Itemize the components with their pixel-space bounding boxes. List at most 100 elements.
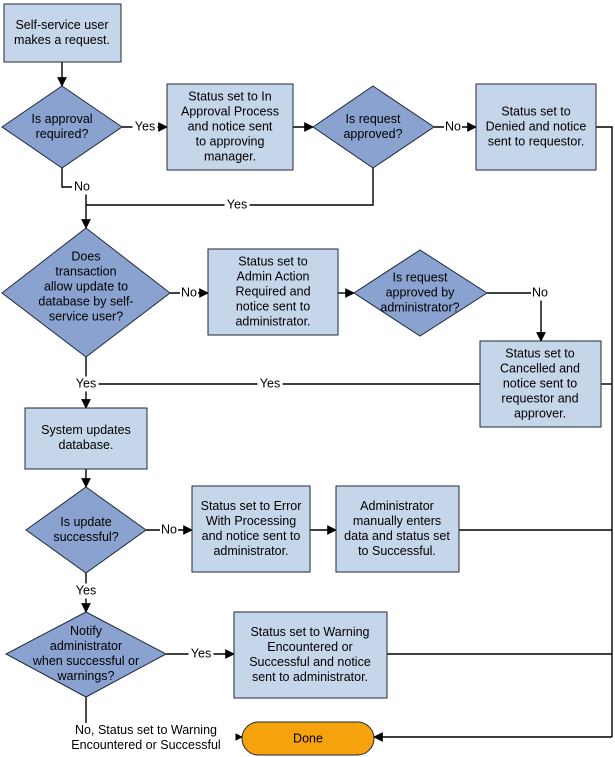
edge-denied-to-done xyxy=(596,126,613,737)
node-label-update-successful: Is update xyxy=(60,515,111,529)
node-status-denied xyxy=(475,83,597,171)
node-status-warning xyxy=(233,611,388,699)
node-label-done: Done xyxy=(293,731,323,745)
node-start xyxy=(3,3,122,63)
node-label-status-denied: sent to requestor. xyxy=(488,134,585,148)
node-label-notify-admin: when successful or xyxy=(32,654,139,668)
node-label-approval-required: required? xyxy=(36,127,89,141)
node-label-status-in-approval: to approving xyxy=(196,134,265,148)
edge-label-approved-no-bg xyxy=(444,119,462,135)
edge-label-notify-no: Encountered or Successful xyxy=(71,738,220,752)
node-label-status-in-approval: Approval Process xyxy=(181,104,279,118)
node-label-admin-manual: manually enters xyxy=(353,514,441,528)
node-system-updates xyxy=(24,407,148,470)
node-label-status-in-approval: and notice sent xyxy=(188,119,273,133)
node-label-status-cancelled: approver. xyxy=(514,406,566,420)
node-request-approved xyxy=(312,85,435,169)
edge-label-notify-no: No, Status set to Warning xyxy=(75,723,217,737)
node-label-status-admin-action: administrator. xyxy=(235,314,310,328)
edge-label-approval-no: No xyxy=(74,179,90,193)
node-label-approved-by-admin: approved by xyxy=(386,285,456,299)
node-label-request-approved: Is request xyxy=(346,112,401,126)
node-label-admin-manual: data and status set xyxy=(344,529,450,543)
node-label-status-error: Status set to Error xyxy=(201,499,302,513)
node-label-status-error: administrator. xyxy=(213,544,288,558)
node-label-status-warning: Status set to Warning xyxy=(250,625,369,639)
node-label-notify-admin: Notify xyxy=(70,624,103,638)
node-label-status-cancelled: notice sent to xyxy=(503,376,577,390)
node-notify-admin xyxy=(4,611,168,698)
edge-label-admin-yes-bg xyxy=(257,376,283,392)
node-label-status-error: With Processing xyxy=(206,514,296,528)
edge-label-approval-yes-bg xyxy=(132,119,158,135)
edge-label-notify-yes-bg xyxy=(188,646,214,662)
node-label-update-successful: successful? xyxy=(53,530,118,544)
node-label-status-warning: Encountered or xyxy=(267,640,352,654)
node-approval-required xyxy=(1,85,123,169)
node-label-admin-manual: Administrator xyxy=(360,499,434,513)
node-label-status-denied: Denied and notice xyxy=(486,119,587,133)
node-label-system-updates: System updates xyxy=(41,423,131,437)
edge-label-notify-no-bg xyxy=(56,723,236,753)
edge-label-approved-no: No xyxy=(445,119,461,133)
edge-label-approved-yes-bg xyxy=(224,197,250,213)
node-label-start: makes a request. xyxy=(14,33,110,47)
node-label-start: Self-service user xyxy=(15,18,108,32)
node-label-notify-admin: administrator xyxy=(50,639,122,653)
node-status-in-approval xyxy=(166,83,294,171)
edge-label-update-no-bg xyxy=(160,522,178,538)
node-label-status-in-approval: Status set to In xyxy=(188,89,271,103)
node-label-transaction-allow: database by self- xyxy=(38,294,133,308)
node-label-status-admin-action: Required and xyxy=(235,284,310,298)
node-label-transaction-allow: transaction xyxy=(55,264,116,278)
node-label-notify-admin: warnings? xyxy=(57,669,115,683)
node-label-status-error: and notice sent to xyxy=(202,529,301,543)
node-label-status-admin-action: Admin Action xyxy=(237,269,310,283)
node-label-transaction-allow: allow update to xyxy=(44,279,128,293)
edge-label-transaction-yes: Yes xyxy=(76,376,96,390)
node-label-request-approved: approved? xyxy=(343,127,402,141)
edge-label-update-yes: Yes xyxy=(76,583,96,597)
edge-label-transaction-no: No xyxy=(181,285,197,299)
edge-label-admin-yes: Yes xyxy=(260,376,280,390)
node-label-transaction-allow: Does xyxy=(71,249,100,263)
node-label-approved-by-admin: administrator? xyxy=(380,300,459,314)
node-label-admin-manual: to Successful. xyxy=(358,544,436,558)
node-label-status-cancelled: Status set to xyxy=(505,346,575,360)
edge-label-transaction-yes-bg xyxy=(73,376,99,392)
edge-approval-no-a xyxy=(61,168,75,188)
edge-approved-yes xyxy=(86,168,374,206)
node-label-status-admin-action: Status set to xyxy=(238,254,308,268)
node-update-successful xyxy=(25,486,147,574)
node-status-cancelled xyxy=(479,340,602,428)
node-label-status-in-approval: manager. xyxy=(204,149,256,163)
edge-label-admin-no-bg xyxy=(531,285,549,301)
edge-label-approval-no-bg xyxy=(72,179,90,195)
node-label-status-warning: sent to administrator. xyxy=(252,670,368,684)
edge-label-approved-yes: Yes xyxy=(227,197,247,211)
node-label-status-cancelled: Cancelled and xyxy=(500,361,580,375)
node-label-status-warning: Successful and notice xyxy=(249,655,371,669)
node-label-status-admin-action: notice sent to xyxy=(236,299,310,313)
node-approved-by-admin xyxy=(353,249,488,337)
node-status-error xyxy=(191,485,311,573)
edge-label-update-no: No xyxy=(161,522,177,536)
edge-label-update-yes-bg xyxy=(73,583,99,599)
edge-label-admin-no: No xyxy=(532,285,548,299)
node-label-approval-required: Is approval xyxy=(31,112,92,126)
node-label-status-denied: Status set to xyxy=(501,104,571,118)
node-label-system-updates: database. xyxy=(59,438,114,452)
node-label-status-cancelled: requestor and xyxy=(501,391,578,405)
node-label-transaction-allow: service user? xyxy=(49,309,123,323)
node-admin-manual xyxy=(335,485,460,573)
node-done xyxy=(241,721,375,756)
edge-label-notify-yes: Yes xyxy=(191,646,211,660)
node-status-admin-action xyxy=(207,248,339,336)
edge-label-approval-yes: Yes xyxy=(135,119,155,133)
node-transaction-allow xyxy=(1,227,171,358)
edge-label-transaction-no-bg xyxy=(180,285,198,301)
node-label-approved-by-admin: Is request xyxy=(393,270,448,284)
